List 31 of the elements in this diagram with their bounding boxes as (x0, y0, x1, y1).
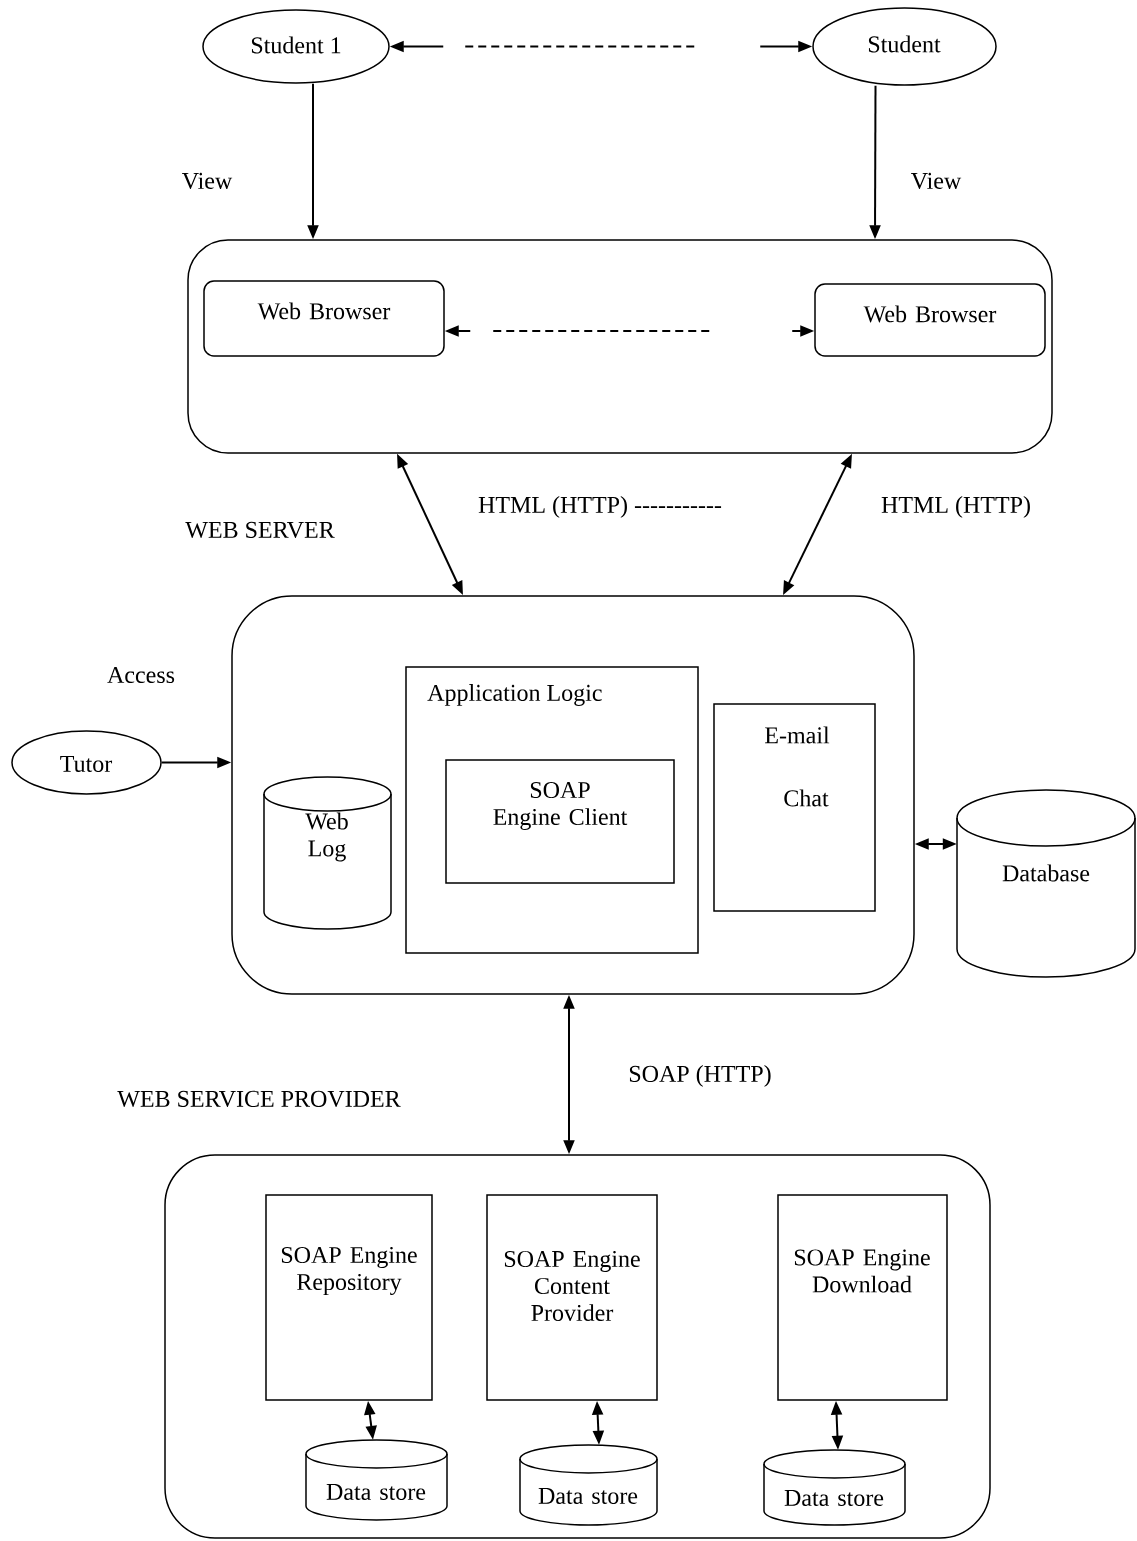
rounded-box: Web Browser (203, 280, 445, 357)
node-label: Data store (538, 1488, 638, 1504)
process-box: SOAP Engine Download (777, 1194, 948, 1401)
database-cylinder: Data store (519, 1444, 658, 1526)
edge-label: View (179, 170, 235, 192)
oval-node: Tutor (11, 730, 162, 795)
edge-label: HTML (HTTP) ----------- (476, 494, 724, 520)
process-box: SOAP Engine Content Provider (486, 1194, 658, 1401)
process-box: E-mail Chat (713, 703, 876, 912)
oval-node: Student (812, 7, 997, 86)
section-label: Access (107, 666, 175, 684)
process-box: SOAP Engine Repository (265, 1194, 433, 1401)
oval-node: Student 1 (202, 9, 390, 84)
node-label: Database (1002, 864, 1090, 882)
rounded-box (164, 1154, 991, 1539)
rounded-box (231, 595, 915, 995)
section-label: WEB SERVICE PROVIDER (117, 1090, 401, 1108)
rounded-box: Web Browser (814, 283, 1046, 357)
node-label: Data store (326, 1484, 426, 1500)
node-label: Web Log (305, 812, 348, 862)
edge-label: SOAP (HTTP) (626, 1063, 774, 1089)
edge-label: View (908, 170, 964, 192)
database-cylinder: Web Log (263, 776, 392, 930)
node-label: Data store (784, 1490, 884, 1506)
rounded-box (187, 239, 1053, 454)
edge-label: HTML (HTTP) (879, 494, 1033, 520)
process-box: SOAP Engine Client (445, 759, 675, 884)
database-cylinder: Database (956, 789, 1136, 978)
database-cylinder: Data store (763, 1449, 906, 1526)
database-cylinder: Data store (305, 1439, 448, 1521)
section-label: WEB SERVER (185, 521, 335, 539)
